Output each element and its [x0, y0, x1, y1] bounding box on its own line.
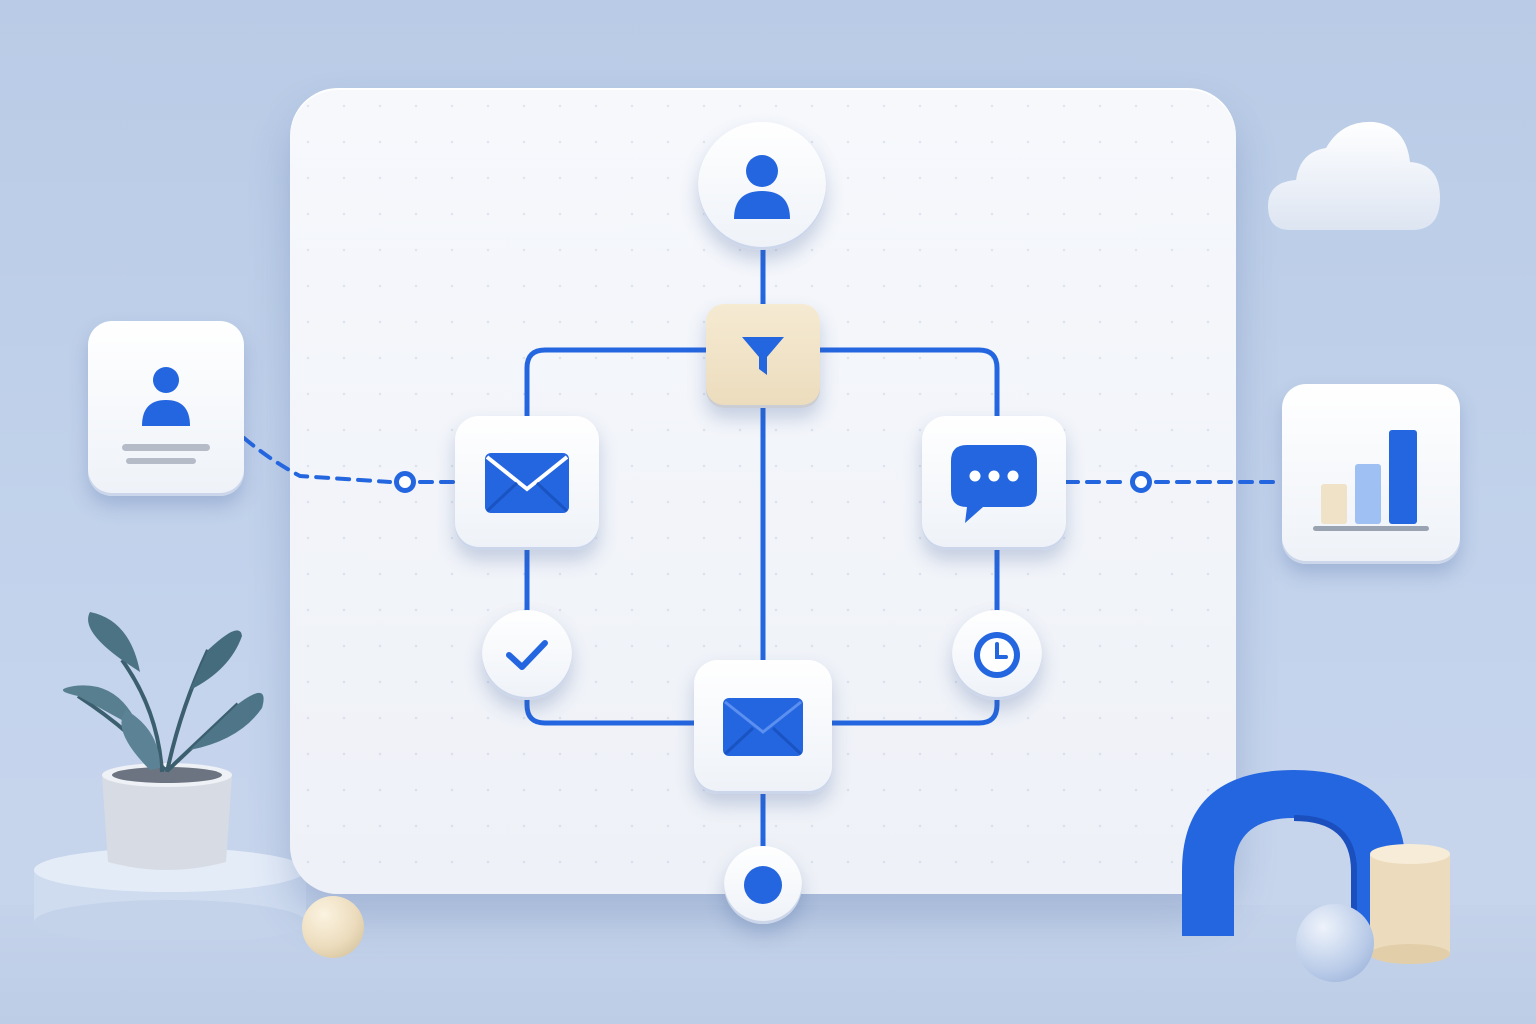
chat-bubble-icon: [951, 445, 1037, 523]
edge-filter-left: [524, 347, 709, 421]
edge-card-left: [242, 436, 392, 484]
end-node[interactable]: [724, 846, 802, 924]
edge-filter-right: [817, 347, 1000, 421]
envelope-icon: [723, 698, 803, 756]
bar-chart-icon: [1313, 430, 1429, 531]
filter-node[interactable]: [706, 304, 820, 408]
plant-icon: [34, 612, 306, 940]
dot-icon: [744, 866, 782, 904]
connector-dot-left: [394, 471, 416, 493]
email-node-left[interactable]: [455, 416, 599, 550]
checkmark-icon: [506, 640, 548, 670]
check-node[interactable]: [482, 610, 572, 700]
contact-card-icon: [122, 366, 210, 464]
email-node-bottom[interactable]: [694, 660, 832, 794]
chat-node-right[interactable]: [922, 416, 1066, 550]
clock-node[interactable]: [952, 610, 1042, 700]
start-node[interactable]: [698, 122, 826, 250]
envelope-icon: [485, 453, 569, 513]
edge-clock-bottom: [829, 697, 1000, 726]
funnel-icon: [742, 337, 784, 375]
sphere-shape: [1296, 904, 1374, 982]
arch-shape: [1182, 770, 1406, 936]
contact-card-node[interactable]: [88, 321, 244, 496]
sphere-shape: [302, 896, 364, 958]
connector-dot-right: [1130, 471, 1152, 493]
cylinder-shape: [1370, 844, 1450, 964]
user-icon: [734, 155, 790, 219]
edge-check-bottom: [524, 697, 697, 726]
cloud-icon: [1268, 121, 1440, 230]
clock-icon: [974, 632, 1020, 678]
analytics-node[interactable]: [1282, 384, 1460, 564]
